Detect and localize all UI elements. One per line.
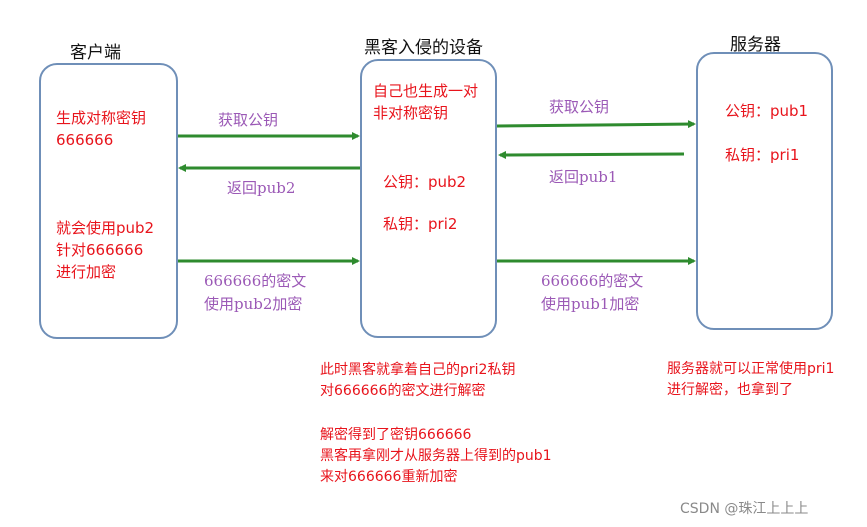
label-ciphertext-right-1: 666666的密文 bbox=[541, 272, 644, 290]
label-ciphertext-right-2: 使用pub1加密 bbox=[541, 295, 640, 313]
label-return-pub2: 返回pub2 bbox=[227, 179, 296, 197]
server-public-key: 公钥：pub1 bbox=[725, 102, 809, 120]
watermark: CSDN @珠江上上上 bbox=[680, 501, 809, 517]
client-text-1: 生成对称密钥 bbox=[56, 109, 147, 127]
client-box bbox=[39, 63, 178, 339]
server-title: 服务器 bbox=[730, 35, 781, 55]
client-text-2: 666666 bbox=[56, 131, 114, 149]
note-server-2: 进行解密，也拿到了 bbox=[667, 382, 793, 398]
server-box bbox=[696, 52, 833, 330]
server-private-key: 私钥：pri1 bbox=[725, 146, 800, 164]
client-text-5: 进行加密 bbox=[56, 263, 117, 281]
hacker-text-1: 自己也生成一对 bbox=[373, 82, 479, 100]
hacker-device-box bbox=[360, 59, 497, 338]
label-ciphertext-left-1: 666666的密文 bbox=[204, 272, 307, 290]
note-server-1: 服务器就可以正常使用pri1 bbox=[667, 361, 835, 377]
client-text-4: 针对666666 bbox=[56, 241, 144, 259]
hacker-public-key: 公钥：pub2 bbox=[383, 173, 467, 191]
note-hacker-4: 黑客再拿刚才从服务器上得到的pub1 bbox=[320, 448, 552, 464]
arrow-hacker-to-server-get-key bbox=[496, 120, 696, 129]
label-return-pub1: 返回pub1 bbox=[549, 168, 618, 186]
arrow-server-to-hacker-pub1 bbox=[498, 150, 685, 159]
note-hacker-1: 此时黑客就拿着自己的pri2私钥 bbox=[320, 362, 516, 378]
note-hacker-2: 对666666的密文进行解密 bbox=[320, 383, 486, 399]
label-get-public-key-right: 获取公钥 bbox=[549, 98, 610, 116]
label-ciphertext-left-2: 使用pub2加密 bbox=[204, 295, 303, 313]
client-title: 客户端 bbox=[70, 43, 121, 63]
hacker-text-2: 非对称密钥 bbox=[373, 104, 449, 122]
hacker-private-key: 私钥：pri2 bbox=[383, 215, 458, 233]
label-get-public-key-left: 获取公钥 bbox=[218, 111, 279, 129]
note-hacker-3: 解密得到了密钥666666 bbox=[320, 427, 472, 443]
hacker-title: 黑客入侵的设备 bbox=[364, 38, 483, 58]
note-hacker-5: 来对666666重新加密 bbox=[320, 469, 458, 485]
client-text-3: 就会使用pub2 bbox=[56, 219, 155, 237]
